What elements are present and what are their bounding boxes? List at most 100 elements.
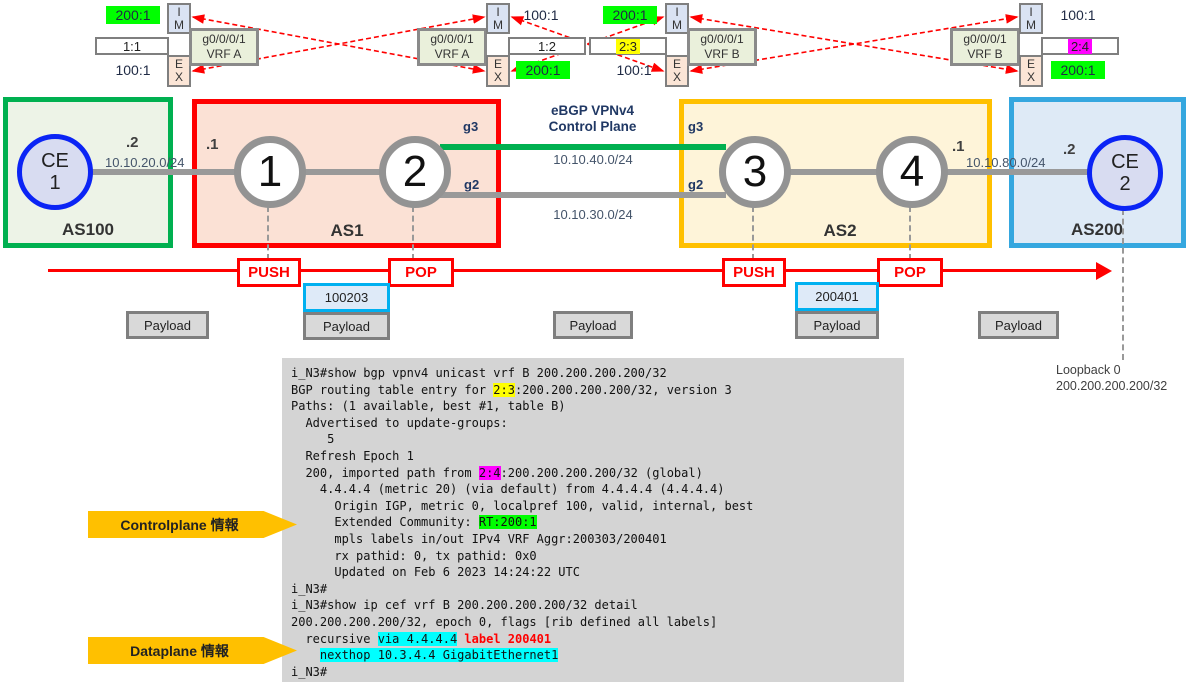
dash-r1-push (267, 206, 269, 260)
terminal-line: rx pathid: 0, tx pathid: 0x0 (291, 548, 537, 563)
dash-r4-pop (909, 206, 911, 260)
r2-g2-port: g2 (464, 177, 480, 192)
rt-export-label: 100:1 (616, 62, 652, 78)
link-r1-r2 (304, 169, 383, 175)
ce1-node: CE 1 (17, 134, 93, 210)
r1-addr: .1 (206, 136, 219, 153)
rd-value: 1:1 (122, 38, 142, 54)
ebgp-control-plane-label: eBGP VPNv4 Control Plane (515, 103, 670, 135)
ebgp-line2: Control Plane (548, 118, 637, 134)
loopback-line2: 200.200.200.200/32 (1056, 379, 1168, 394)
rd-box: 1:2 (508, 37, 586, 55)
ce2-node: CE 2 (1087, 135, 1163, 211)
rt-import-label: 100:1 (523, 7, 559, 23)
import-box: I M (1019, 3, 1043, 34)
terminal-line: Paths: (1 available, best #1, table B) (291, 399, 566, 414)
export-box: E X (167, 55, 191, 87)
terminal-line: Refresh Epoch 1 (291, 448, 414, 463)
rt-export-label: 200:1 (516, 61, 570, 79)
push2-label: PUSH (722, 258, 786, 287)
terminal-line: 4.4.4.4 (metric 20) (via default) from 4… (291, 482, 725, 497)
rd-box: 2:3 (589, 37, 667, 55)
vrf-name: VRF A (206, 47, 242, 61)
import-box: I M (665, 3, 689, 34)
dash-ce2-loopback (1122, 209, 1124, 360)
pop2-label: POP (877, 258, 943, 287)
terminal-line: 200, imported path from 2:4:200.200.200.… (291, 465, 703, 480)
rd-value: 2:3 (615, 38, 641, 54)
export-box: E X (486, 55, 510, 87)
rd-box: 2:4 (1041, 37, 1119, 55)
dash-r3-push (752, 206, 754, 260)
link-r2-r3-data (440, 192, 726, 198)
ce1-label-top: CE (41, 150, 69, 172)
terminal-line: Origin IGP, metric 0, localpref 100, val… (291, 498, 754, 513)
rd-value: 2:4 (1067, 38, 1093, 54)
vrf-name: VRF A (434, 47, 470, 61)
ip-r2-r3-g2: 10.10.30.0/24 (553, 207, 633, 222)
terminal-line: i_N3# (291, 581, 328, 596)
terminal-line: Extended Community: RT:200:1 (291, 515, 537, 530)
payload-box-2: Payload (303, 312, 390, 340)
vrf-interface-box: g0/0/0/1 VRF B (687, 28, 757, 66)
export-box: E X (1019, 55, 1043, 87)
as200-label: AS200 (1071, 220, 1123, 239)
rt-import-label: 100:1 (1060, 7, 1096, 23)
packet-flow-arrow (48, 269, 1100, 272)
payload-box-4: Payload (795, 311, 879, 339)
vrf-name: VRF B (704, 47, 740, 61)
rt-import-label: 200:1 (106, 6, 160, 24)
dataplane-callout: Dataplane 情報 (88, 637, 297, 664)
router4-node: 4 (876, 136, 948, 208)
loopback-line1: Loopback 0 (1056, 363, 1121, 377)
ip-r4-ce2: 10.10.80.0/24 (966, 155, 1046, 170)
export-box: E X (665, 55, 689, 87)
rd-box: 1:1 (95, 37, 169, 55)
link-r4-ce2 (946, 169, 1091, 175)
rt-export-label: 100:1 (115, 62, 151, 78)
packet-flow-arrowhead (1096, 262, 1112, 280)
r3-g2-port: g2 (688, 177, 704, 192)
terminal-line: BGP routing table entry for 2:3:200.200.… (291, 382, 732, 397)
r3-g3-port: g3 (688, 119, 704, 134)
interface-name: g0/0/0/1 (700, 32, 744, 46)
rt-import-label: 200:1 (603, 6, 657, 24)
terminal-line: 5 (291, 432, 335, 447)
interface-name: g0/0/0/1 (430, 32, 474, 46)
ce2-addr: .2 (1063, 141, 1076, 158)
payload-box-1: Payload (126, 311, 209, 339)
vrf-interface-box: g0/0/0/1 VRF A (417, 28, 487, 66)
ce1-label-bottom: 1 (49, 172, 61, 194)
interface-name: g0/0/0/1 (963, 32, 1007, 46)
vrf-interface-box: g0/0/0/1 VRF A (189, 28, 259, 66)
mpls-label-200401: 200401 (795, 282, 879, 311)
ce2-label-bottom: 2 (1119, 173, 1131, 195)
vrf-interface-box: g0/0/0/1 VRF B (950, 28, 1020, 66)
terminal-line: recursive via 4.4.4.4 label 200401 (291, 631, 552, 646)
ip-ce1-r1: 10.10.20.0/24 (105, 155, 185, 170)
mpls-label-100203: 100203 (303, 283, 390, 312)
pop1-label: POP (388, 258, 454, 287)
router2-node: 2 (379, 136, 451, 208)
terminal-line: 200.200.200.200/32, epoch 0, flags [rib … (291, 614, 718, 629)
terminal-line: i_N3# (291, 664, 328, 679)
terminal-line: Updated on Feb 6 2023 14:24:22 UTC (291, 565, 580, 580)
import-box: I M (486, 3, 510, 34)
terminal-line: i_N3#show bgp vpnv4 unicast vrf B 200.20… (291, 366, 667, 380)
import-box: I M (167, 3, 191, 34)
terminal-line: nexthop 10.3.4.4 GigabitEthernet1 (319, 648, 559, 663)
terminal-line: Advertised to update-groups: (291, 415, 508, 430)
link-r2-r3-control-plane (440, 144, 726, 150)
loopback-annotation: Loopback 0 200.200.200.200/32 (1056, 362, 1167, 395)
ebgp-line1: eBGP VPNv4 (550, 103, 635, 118)
router1-node: 1 (234, 136, 306, 208)
ip-r2-r3-g3: 10.10.40.0/24 (553, 152, 633, 167)
as100-label: AS100 (62, 220, 114, 239)
payload-box-5: Payload (978, 311, 1059, 339)
ce2-label-top: CE (1111, 151, 1139, 173)
as1-label: AS1 (330, 221, 364, 240)
dash-r2-pop (412, 206, 414, 260)
r4-addr: .1 (952, 138, 965, 155)
ce1-addr: .2 (126, 134, 139, 151)
